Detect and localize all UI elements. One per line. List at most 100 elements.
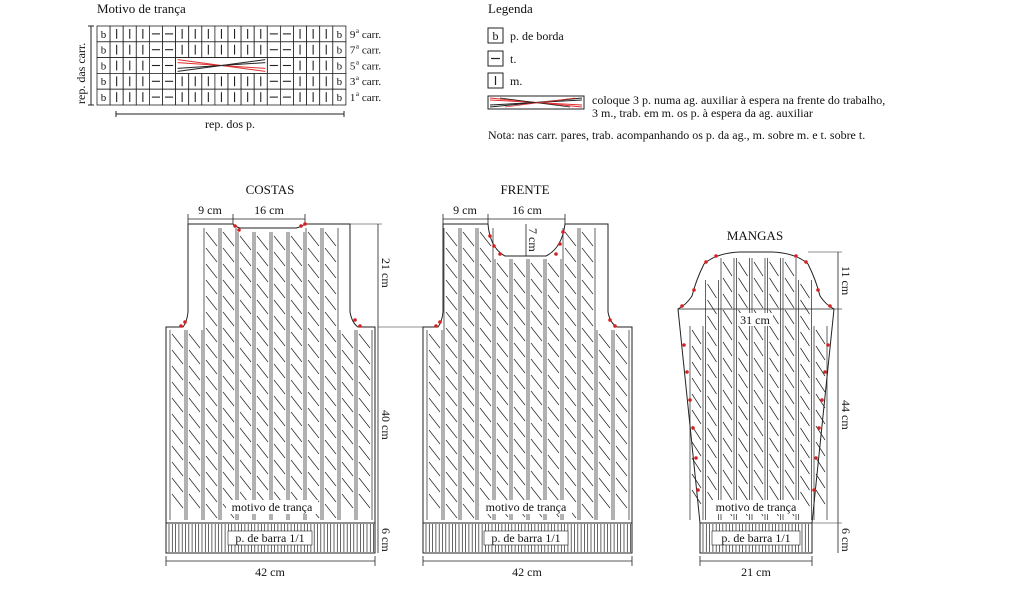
legend-symbol-cable [487, 95, 585, 110]
cable-twist-mark [205, 471, 218, 487]
cable-twist-mark [428, 413, 441, 429]
cable-twist-mark [738, 437, 748, 453]
frente-cable-pattern [426, 228, 630, 520]
cable-twist-mark [547, 358, 560, 374]
cable-twist-mark [307, 375, 320, 391]
cable-twist-mark [445, 455, 458, 471]
cable-twist-mark [564, 455, 577, 471]
cable-twist-mark [815, 457, 826, 473]
legend-note: Nota: nas carr. pares, trab. acompanhand… [488, 128, 865, 142]
cable-twist-mark [784, 293, 795, 309]
chart-cell-border-letter: b [337, 76, 343, 88]
cable-twist-mark [479, 279, 492, 295]
cable-twist-mark [188, 429, 201, 445]
cable-twist-mark [784, 373, 795, 389]
cable-twist-mark [324, 263, 337, 279]
cable-twist-mark [753, 437, 764, 453]
costas-shoulder-dim: 9 cm [198, 203, 222, 217]
cable-twist-mark [222, 343, 235, 359]
cable-twist-mark [815, 489, 826, 505]
decrease-dot [608, 318, 612, 322]
cable-twist-mark [445, 375, 458, 391]
cable-twist-mark [462, 343, 475, 359]
cable-twist-mark [722, 485, 733, 501]
cable-twist-mark [738, 421, 748, 437]
cable-twist-mark [707, 443, 717, 459]
cable-twist-mark [753, 261, 764, 277]
cable-twist-mark [496, 406, 509, 422]
cable-twist-mark [479, 455, 492, 471]
cable-twist-mark [784, 309, 795, 325]
cable-twist-mark [428, 493, 441, 509]
cable-twist-mark [784, 277, 795, 293]
cable-twist-mark [171, 349, 184, 365]
cable-twist-mark [358, 461, 371, 477]
chart-cell-border-letter: b [337, 60, 343, 72]
cable-twist-mark [707, 331, 717, 347]
cable-twist-mark [222, 279, 235, 295]
costas-rib-lines [168, 524, 374, 552]
cable-twist-mark [222, 327, 235, 343]
cable-twist-mark [496, 326, 509, 342]
cable-twist-mark [341, 397, 354, 413]
cable-twist-mark [462, 295, 475, 311]
cable-twist-mark [530, 454, 543, 470]
decrease-dots [179, 222, 832, 492]
decrease-dot [826, 343, 830, 347]
cable-twist-mark [615, 365, 628, 381]
cable-twist-mark [513, 294, 526, 310]
cable-twist-mark [445, 407, 458, 423]
cable-twist-mark [307, 439, 320, 455]
cable-twist-mark [256, 235, 269, 251]
cable-twist-mark [513, 278, 526, 294]
cable-twist-mark [753, 405, 764, 421]
cable-twist-mark [273, 459, 286, 475]
cable-twist-mark [753, 293, 764, 309]
cable-twist-mark [598, 365, 611, 381]
cable-twist-mark [307, 423, 320, 439]
cable-twist-mark [479, 471, 492, 487]
chart-row-sup: a [356, 74, 360, 82]
cable-twist-mark [307, 327, 320, 343]
cable-twist-mark [615, 397, 628, 413]
decrease-dot [179, 324, 183, 328]
decrease-dot [817, 426, 821, 430]
decrease-dot [488, 234, 492, 238]
cable-twist-mark [815, 361, 826, 377]
chart-cable-cross-icon [175, 57, 268, 74]
cable-twist-mark [171, 397, 184, 413]
cable-twist-mark [239, 347, 252, 363]
cable-twist-mark [256, 251, 269, 267]
piece-frente: FRENTE motivo de trança p. de barra 1/1 … [422, 182, 633, 579]
cable-twist-mark [784, 261, 795, 277]
cable-twist-mark [324, 455, 337, 471]
cable-twist-mark [800, 347, 810, 363]
cable-twist-mark [598, 429, 611, 445]
cable-twist-mark [273, 427, 286, 443]
cable-twist-mark [428, 365, 441, 381]
cable-twist-mark [707, 363, 717, 379]
chart-cell-border-letter: b [101, 92, 107, 104]
cable-twist-mark [341, 493, 354, 509]
cable-twist-mark [445, 247, 458, 263]
cable-twist-mark [290, 267, 303, 283]
cable-twist-mark [753, 453, 764, 469]
cable-twist-mark [784, 341, 795, 357]
cable-twist-mark [547, 438, 560, 454]
cable-twist-mark [547, 390, 560, 406]
cable-twist-mark [188, 381, 201, 397]
cable-twist-mark [358, 477, 371, 493]
cable-twist-mark [445, 423, 458, 439]
cable-twist-mark [738, 357, 748, 373]
cable-twist-mark [753, 357, 764, 373]
cable-twist-mark [188, 349, 201, 365]
cable-twist-mark [479, 407, 492, 423]
cable-twist-mark [171, 493, 184, 509]
cable-twist-mark [738, 261, 748, 277]
cable-twist-mark [769, 405, 779, 421]
cable-twist-mark [530, 358, 543, 374]
decrease-dot [183, 320, 187, 324]
chart-row-number: 5 [350, 60, 356, 72]
cable-twist-mark [256, 459, 269, 475]
cable-twist-mark [547, 310, 560, 326]
